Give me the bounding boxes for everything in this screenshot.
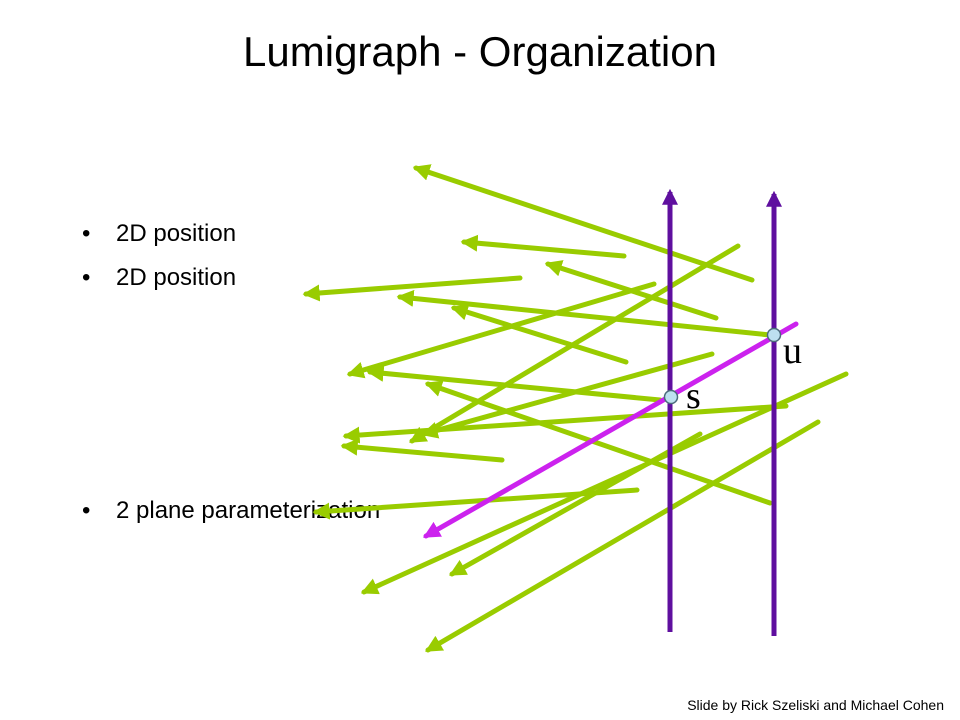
intersection-point-s — [663, 389, 679, 405]
ray-arrow — [396, 289, 773, 338]
ray-arrow — [340, 438, 505, 463]
ray-arrow — [420, 351, 715, 439]
ray-arrow — [409, 243, 741, 444]
label-u: u — [783, 330, 802, 372]
ray-arrow — [346, 281, 657, 379]
ray-arrow — [302, 275, 523, 302]
intersection-point-u — [766, 327, 782, 343]
light-rays — [302, 164, 849, 653]
bullet-item: •2D position — [82, 264, 237, 291]
label-s: s — [686, 375, 701, 417]
ray-arrow — [412, 164, 755, 283]
bullet-item: •2D position — [82, 220, 237, 247]
slide-credit: Slide by Rick Szeliski and Michael Cohen — [687, 697, 944, 713]
parameter-planes — [661, 188, 783, 636]
bullet-text: 2D position — [116, 264, 237, 291]
ray-through-planes — [423, 321, 799, 539]
ray-arrow — [366, 364, 663, 403]
bullet-text: 2D position — [116, 220, 237, 247]
ray-arrow — [360, 371, 849, 595]
ray-arrow — [342, 403, 789, 444]
ray-arrow — [450, 303, 629, 365]
ray-arrow — [425, 419, 821, 653]
slide-title: Lumigraph - Organization — [243, 28, 717, 75]
ray-arrow — [460, 234, 627, 259]
